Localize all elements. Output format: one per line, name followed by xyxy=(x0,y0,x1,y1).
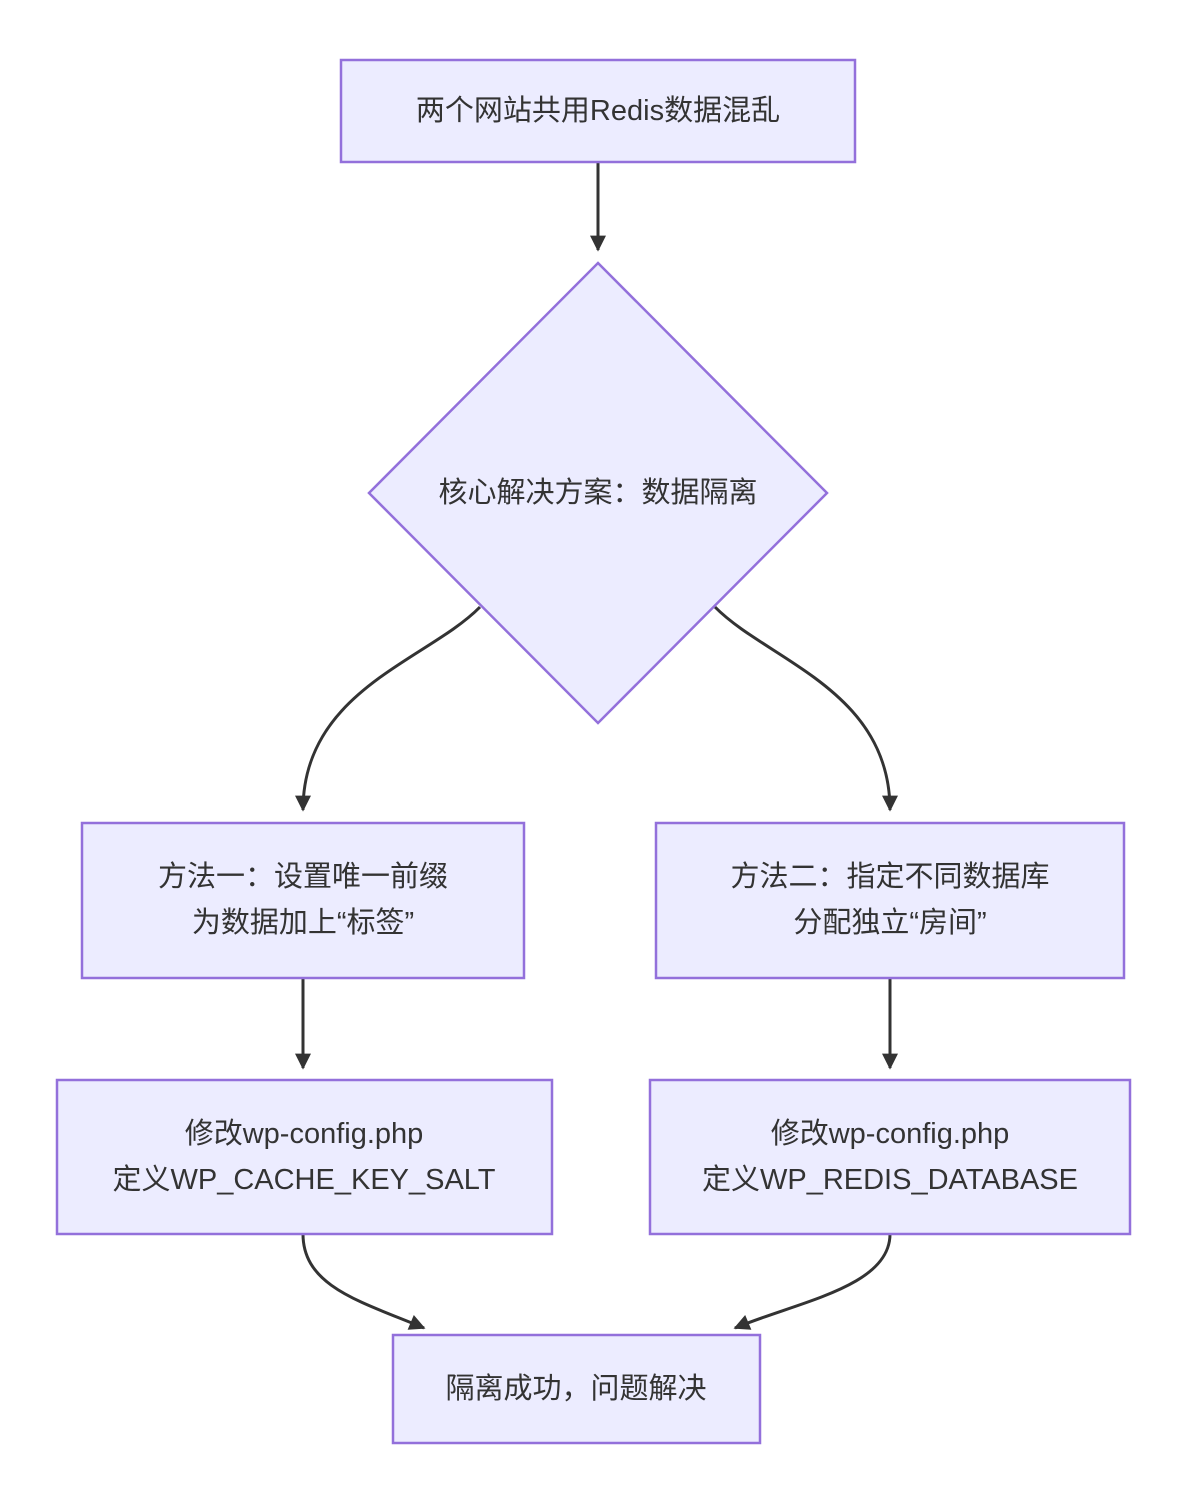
edge-decision-to-method2 xyxy=(713,605,898,812)
node-decision-diamond xyxy=(367,261,829,725)
node-result: 隔离成功，问题解决 xyxy=(391,1333,762,1445)
node-config2-label-line2: 定义WP_REDIS_DATABASE xyxy=(702,1163,1078,1196)
node-config1-label-line1: 修改wp-config.php xyxy=(185,1117,424,1150)
node-problem-box xyxy=(339,58,857,164)
node-method1: 方法一：设置唯一前缀 为数据加上“标签” xyxy=(80,821,526,980)
node-config2-box xyxy=(648,1078,1132,1236)
node-config1-box xyxy=(55,1078,554,1236)
node-decision-label: 核心解决方案：数据隔离 xyxy=(438,476,757,509)
edge-config2-to-result xyxy=(733,1233,892,1330)
node-method1-label-line2: 为数据加上“标签” xyxy=(192,906,414,939)
node-problem-label: 两个网站共用Redis数据混乱 xyxy=(416,94,780,127)
node-method2-label-line2: 分配独立“房间” xyxy=(793,906,986,939)
edge-config1-to-result xyxy=(301,1233,426,1330)
node-method1-label-line1: 方法一：设置唯一前缀 xyxy=(158,860,448,893)
node-decision: 核心解决方案：数据隔离 xyxy=(367,261,829,725)
node-method2-label-line1: 方法二：指定不同数据库 xyxy=(730,860,1049,893)
edge-decision-to-method1 xyxy=(295,605,482,812)
node-method2: 方法二：指定不同数据库 分配独立“房间” xyxy=(654,821,1126,980)
node-method1-box xyxy=(80,821,526,980)
node-config1-label-line2: 定义WP_CACHE_KEY_SALT xyxy=(112,1163,495,1196)
node-method2-box xyxy=(654,821,1126,980)
node-config1: 修改wp-config.php 定义WP_CACHE_KEY_SALT xyxy=(55,1078,554,1236)
node-result-label: 隔离成功，问题解决 xyxy=(445,1372,706,1405)
node-result-box xyxy=(391,1333,762,1445)
node-problem: 两个网站共用Redis数据混乱 xyxy=(339,58,857,164)
node-config2-label-line1: 修改wp-config.php xyxy=(771,1117,1010,1150)
node-config2: 修改wp-config.php 定义WP_REDIS_DATABASE xyxy=(648,1078,1132,1236)
